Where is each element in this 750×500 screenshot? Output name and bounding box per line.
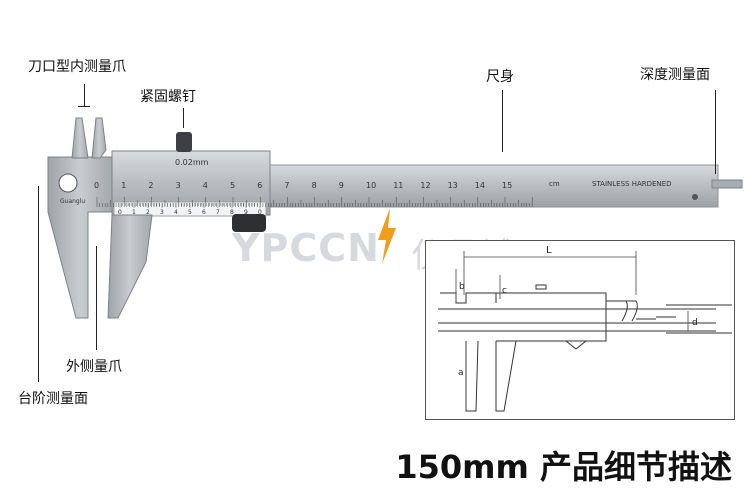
label-inner-jaw: 刀口型内测量爪 xyxy=(28,59,126,75)
main-scale-number: 6 xyxy=(257,181,262,190)
main-scale-number: 12 xyxy=(420,181,430,190)
leader-lock-screw xyxy=(183,108,184,128)
vernier-number: 0 xyxy=(118,209,122,216)
screw-hole xyxy=(692,194,698,200)
main-scale-number: 2 xyxy=(148,181,153,190)
vernier-number: 8 xyxy=(230,209,234,216)
vernier-number: 5 xyxy=(188,209,192,216)
vernier-number: 7 xyxy=(216,209,220,216)
watermark-latin: YPCCN xyxy=(232,226,380,270)
brand-logo-icon xyxy=(58,173,78,193)
main-scale-number: 0 xyxy=(94,181,99,190)
label-beam: 尺身 xyxy=(486,69,514,85)
main-scale-number: 7 xyxy=(284,181,289,190)
main-scale-number: 13 xyxy=(448,181,458,190)
main-scale-number: 10 xyxy=(366,181,376,190)
main-scale-number: 11 xyxy=(393,181,403,190)
vernier-reading: 0.02mm xyxy=(175,158,209,167)
vernier-number: 9 xyxy=(244,209,248,216)
main-scale-number: 5 xyxy=(230,181,235,190)
dim-b: b xyxy=(459,282,465,292)
depth-rod xyxy=(711,179,743,189)
leader-inner-jaw-cap xyxy=(78,106,90,107)
main-scale-number: 3 xyxy=(176,181,181,190)
inner-jaw-fixed xyxy=(71,117,89,159)
lock-screw xyxy=(176,132,192,152)
main-scale-number: 4 xyxy=(203,181,208,190)
label-lock-screw: 紧固螺钉 xyxy=(140,89,196,105)
leader-depth-face xyxy=(715,90,716,174)
dim-L: L xyxy=(546,245,552,256)
label-outer-jaw: 外侧量爪 xyxy=(66,359,122,375)
sketch-drawing: L b c a d xyxy=(438,245,732,412)
main-scale-number: 1 xyxy=(121,181,126,190)
main-scale-number: 8 xyxy=(312,181,317,190)
thumb-roller xyxy=(232,214,266,232)
inner-jaw-slider xyxy=(91,117,107,159)
page-title: 150mm 产品细节描述 xyxy=(395,448,732,486)
vernier-plate xyxy=(113,201,267,217)
main-scale-number: 14 xyxy=(475,181,485,190)
steel-marking: STAINLESS HARDENED xyxy=(592,180,671,188)
main-scale-number: 9 xyxy=(339,181,344,190)
dim-d: d xyxy=(692,318,698,328)
main-scale-number: 15 xyxy=(502,181,512,190)
vernier-numbers: 0 1 2 3 4 5 6 7 8 9 0 xyxy=(118,209,262,216)
vernier-number: 1 xyxy=(132,209,136,216)
vernier-ticks xyxy=(119,203,261,208)
vernier-number: 4 xyxy=(174,209,178,216)
svg-text:Guanglu: Guanglu xyxy=(60,198,85,205)
leader-inner-jaw xyxy=(84,84,85,106)
vernier-number: 6 xyxy=(202,209,206,216)
dim-c: c xyxy=(502,286,507,296)
leader-outer-jaw xyxy=(96,246,97,350)
fixed-jaw-body xyxy=(47,156,113,319)
label-depth-face: 深度测量面 xyxy=(640,67,710,83)
outer-jaw-slider xyxy=(107,214,153,319)
vernier-number: 0 xyxy=(258,209,262,216)
leader-beam xyxy=(502,90,503,152)
main-scale-ticks xyxy=(96,197,533,207)
vernier-number: 3 xyxy=(160,209,164,216)
watermark-bolt-icon xyxy=(378,208,396,264)
vernier-number: 2 xyxy=(146,209,150,216)
dim-a: a xyxy=(458,368,464,378)
dimension-sketch: L b c a d xyxy=(425,240,735,420)
label-step-face: 台阶测量面 xyxy=(18,391,88,407)
scale-unit: cm xyxy=(549,180,560,188)
leader-step-face xyxy=(38,186,39,382)
